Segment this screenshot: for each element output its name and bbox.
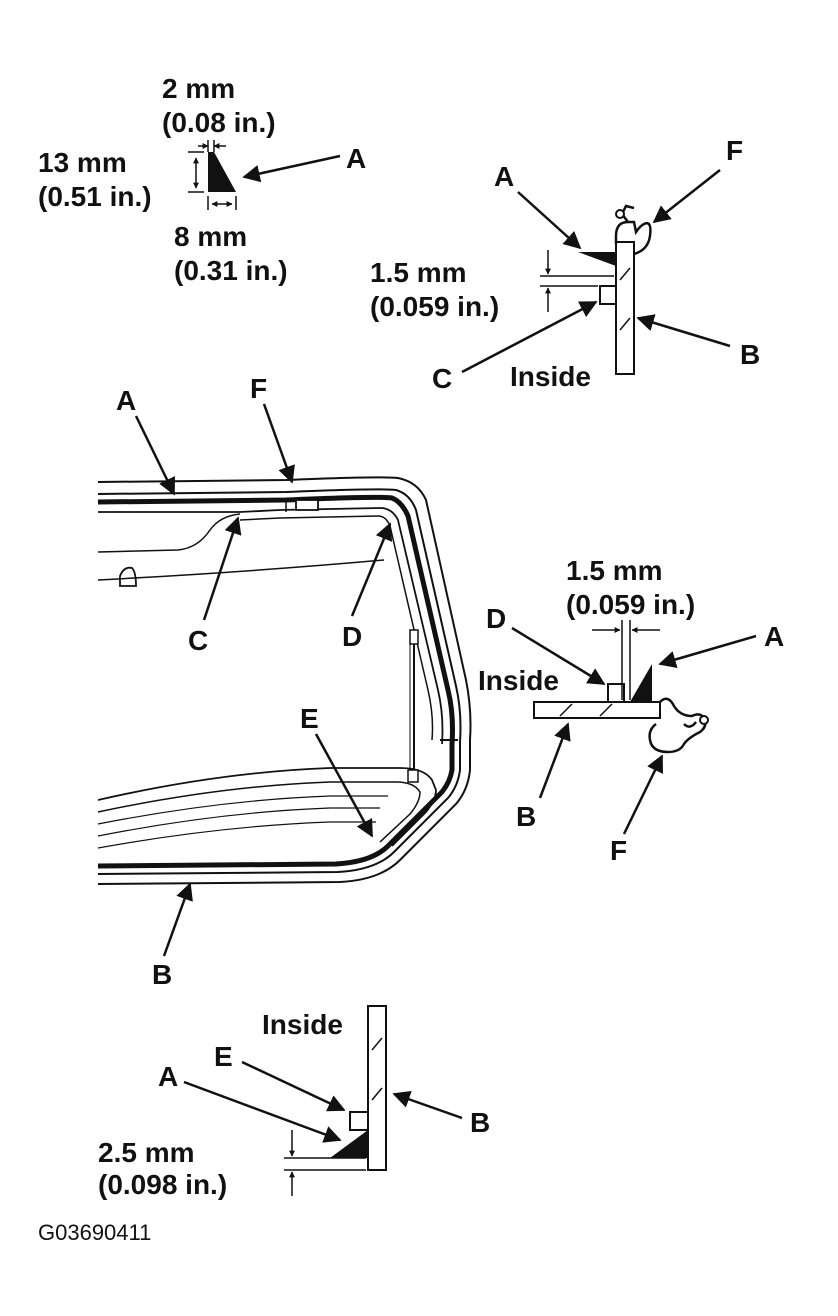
side-label-d: D [486, 603, 506, 634]
bottom-gap-mm: 2.5 mm [98, 1137, 195, 1168]
spacer-d-side [607, 683, 625, 703]
molding-a-overview [97, 494, 455, 869]
profile-top-dim-mm: 2 mm [162, 73, 235, 104]
molding-a-bottom [330, 1130, 368, 1158]
top-cross-section: A F 1.5 mm (0.059 in.) B C Inside [370, 135, 760, 394]
bottom-label-b: B [470, 1107, 490, 1138]
molding-profile-triangle [208, 152, 236, 192]
side-inside-label: Inside [478, 665, 559, 696]
overview-label-c: C [188, 625, 208, 656]
overview-label-d: D [342, 621, 362, 652]
side-label-a: A [764, 621, 784, 652]
top-label-b: B [740, 339, 760, 370]
side-label-f: F [610, 835, 627, 866]
spacer-e-bottom [349, 1111, 369, 1131]
overview-label-e: E [300, 703, 319, 734]
top-label-f: F [726, 135, 743, 166]
bottom-label-a: A [158, 1061, 178, 1092]
side-gap-mm: 1.5 mm [566, 555, 663, 586]
figure-code: G03690411 [38, 1220, 151, 1245]
molding-f-top [614, 204, 652, 256]
top-label-a: A [494, 161, 514, 192]
molding-a-side [630, 664, 652, 702]
bottom-gap-in: (0.098 in.) [98, 1169, 227, 1200]
profile-top-dim-in: (0.08 in.) [162, 107, 276, 138]
glass-b-bottom [367, 1005, 387, 1171]
profile-base-in: (0.31 in.) [174, 255, 288, 286]
bottom-cross-section: Inside E A B 2.5 mm (0.098 in.) [98, 1005, 490, 1200]
top-inside-label: Inside [510, 361, 591, 392]
bottom-inside-label: Inside [262, 1009, 343, 1040]
profile-leader-a [242, 154, 341, 183]
spacer-c-top [599, 285, 617, 305]
glass-b-top [615, 241, 635, 375]
side-gap-in: (0.059 in.) [566, 589, 695, 620]
side-label-b: B [516, 801, 536, 832]
profile-base-mm: 8 mm [174, 221, 247, 252]
molding-f-side [648, 697, 707, 754]
overview-label-b: B [152, 959, 172, 990]
profile-height-in: (0.51 in.) [38, 181, 152, 212]
molding-profile-detail: 2 mm (0.08 in.) 13 mm (0.51 in.) 8 mm (0… [38, 73, 366, 286]
profile-height-mm: 13 mm [38, 147, 127, 178]
top-label-c: C [432, 363, 452, 394]
overview-label-f: F [250, 373, 267, 404]
windshield-overview: A F C D E B [97, 373, 472, 990]
side-cross-section: 1.5 mm (0.059 in.) D A Inside B F [478, 555, 784, 866]
molding-a-top [578, 252, 616, 266]
overview-label-a: A [116, 385, 136, 416]
top-gap-in: (0.059 in.) [370, 291, 499, 322]
profile-label-a: A [346, 143, 366, 174]
glass-b-side [533, 701, 661, 719]
bottom-label-e: E [214, 1041, 233, 1072]
top-gap-mm: 1.5 mm [370, 257, 467, 288]
